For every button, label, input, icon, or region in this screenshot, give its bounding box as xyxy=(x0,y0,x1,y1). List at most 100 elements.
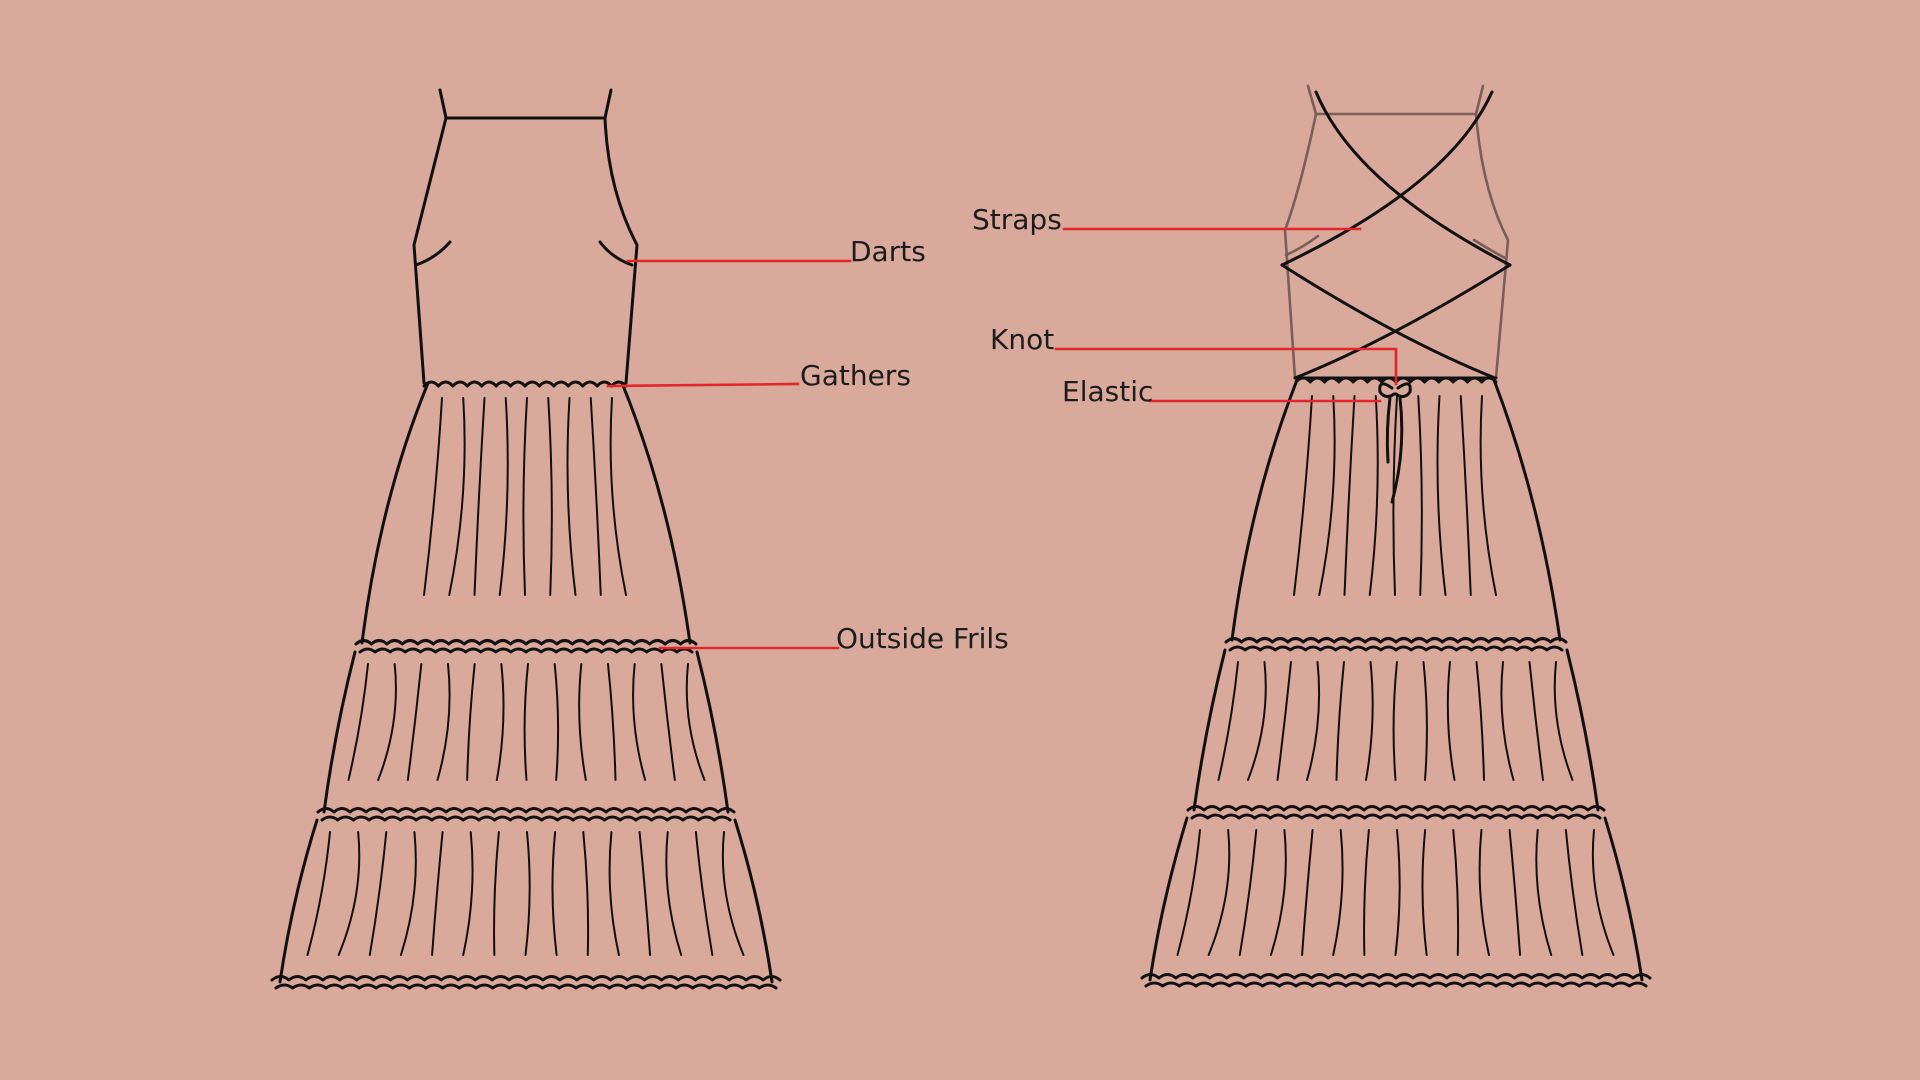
back-tier-2-gathers xyxy=(1219,662,1573,780)
gathers-leader-line xyxy=(608,384,798,386)
front-tier-3-fold-3 xyxy=(370,832,387,955)
front-tier-3-fold-9 xyxy=(552,832,556,955)
gathers-label: Gathers xyxy=(800,359,911,392)
front-tier-1-fold-2 xyxy=(449,398,464,595)
front-tier-1-fold-3 xyxy=(475,398,485,595)
front-waist-scallop xyxy=(424,382,626,386)
front-tier-1-fold-7 xyxy=(568,398,576,595)
back-tier-2-fold-7 xyxy=(1394,662,1397,780)
back-tier-2-fold-10 xyxy=(1477,662,1485,780)
back-tier-1-fold-6 xyxy=(1418,396,1422,595)
cross-strap-lower-right xyxy=(1295,265,1510,378)
back-frill-1-top xyxy=(1226,639,1566,643)
back-tier-1-fold-2 xyxy=(1319,396,1334,595)
leader-lines xyxy=(608,229,1396,648)
front-tier-1-fold-1 xyxy=(424,398,442,595)
knot-left-loop xyxy=(1380,384,1394,397)
front-left-dart xyxy=(416,242,450,265)
front-frill-2-bottom xyxy=(322,817,730,820)
back-tier-1-fold-3 xyxy=(1345,396,1355,595)
front-tier-1-fold-5 xyxy=(523,398,527,595)
front-tier-3-fold-2 xyxy=(339,832,360,955)
front-tier-1-fold-6 xyxy=(548,398,552,595)
back-tier-3-fold-8 xyxy=(1396,830,1400,955)
front-bodice xyxy=(414,90,637,383)
front-tier-3-fold-15 xyxy=(723,832,744,955)
front-tier-2-fold-7 xyxy=(525,664,528,780)
front-right-strap xyxy=(605,90,611,118)
back-hem-bottom xyxy=(1146,983,1646,986)
back-tier-1-fold-1 xyxy=(1294,396,1312,595)
back-tier-2-fold-1 xyxy=(1219,662,1239,780)
callout-labels: Darts Gathers Outside Frils Straps Knot … xyxy=(800,203,1153,655)
back-tier-3-fold-11 xyxy=(1480,830,1489,955)
back-tier-3-fold-6 xyxy=(1333,830,1342,955)
back-tier-3-fold-13 xyxy=(1536,830,1551,955)
back-tier-3-fold-14 xyxy=(1566,830,1583,955)
back-tier-3-fold-1 xyxy=(1178,830,1201,955)
front-tier-2-fold-11 xyxy=(633,664,645,780)
back-frill-2-top xyxy=(1188,807,1604,811)
back-frill-1-bottom xyxy=(1230,647,1562,650)
front-tier-3-gathers xyxy=(308,832,744,955)
front-hem-bottom xyxy=(276,985,776,988)
front-left-strap xyxy=(440,90,446,118)
front-tier-2-fold-2 xyxy=(378,664,396,780)
back-left-dart xyxy=(1286,236,1318,255)
back-tier-1-fold-9 xyxy=(1481,396,1496,595)
back-left-side xyxy=(1285,114,1316,378)
back-outside-frill-2 xyxy=(1188,807,1604,819)
back-tier-3-gathers xyxy=(1178,830,1614,955)
front-waist-ruffle xyxy=(424,382,626,386)
back-tier-2-fold-6 xyxy=(1366,662,1373,780)
front-tier-2-fold-8 xyxy=(555,664,558,780)
front-tier-2-fold-1 xyxy=(349,664,369,780)
front-tier-3-fold-6 xyxy=(463,832,472,955)
front-tier-2-fold-10 xyxy=(608,664,616,780)
front-tier-1-fold-8 xyxy=(591,398,601,595)
front-tier-3-fold-13 xyxy=(666,832,681,955)
back-tier-3-fold-2 xyxy=(1209,830,1230,955)
cross-strap-lower-left xyxy=(1282,265,1495,378)
front-tier-3-fold-12 xyxy=(640,832,651,955)
front-tier-2-fold-4 xyxy=(438,664,450,780)
back-tier-3-fold-3 xyxy=(1240,830,1257,955)
back-tier-1-fold-4 xyxy=(1370,396,1378,595)
elastic-label: Elastic xyxy=(1062,375,1153,408)
outside-frils-label: Outside Frils xyxy=(836,622,1009,655)
front-frill-2-top xyxy=(318,809,734,813)
front-tier-3-fold-14 xyxy=(696,832,713,955)
front-tier-2-fold-6 xyxy=(497,664,504,780)
back-hem-top xyxy=(1142,975,1650,979)
front-skirt xyxy=(272,382,780,988)
front-view xyxy=(272,90,780,988)
front-hem-ruffle xyxy=(272,977,780,989)
back-tier-3-fold-7 xyxy=(1364,830,1369,955)
back-tier-3-fold-9 xyxy=(1422,830,1426,955)
back-tier-2-fold-5 xyxy=(1337,662,1345,780)
back-tier-3-fold-4 xyxy=(1271,830,1286,955)
front-hem-top xyxy=(272,977,780,981)
back-bodice-underlay xyxy=(1285,86,1508,378)
front-tier-3-fold-7 xyxy=(494,832,499,955)
front-outside-frill-2 xyxy=(318,809,734,821)
back-view xyxy=(1142,86,1650,986)
knot-tie-end-left xyxy=(1387,398,1390,462)
front-tier-2-fold-13 xyxy=(687,664,705,780)
front-tier-1-gathers xyxy=(424,398,626,595)
front-tier-3-fold-4 xyxy=(401,832,416,955)
front-tier-1-fold-4 xyxy=(500,398,508,595)
front-tier-1-fold-9 xyxy=(611,398,626,595)
back-tier-2-fold-8 xyxy=(1424,662,1427,780)
knot-label: Knot xyxy=(990,323,1054,356)
back-hem-ruffle xyxy=(1142,975,1650,987)
front-tier-3 xyxy=(280,820,772,982)
front-tier-2-gathers xyxy=(349,664,705,780)
back-tier-2-fold-13 xyxy=(1555,662,1573,780)
back-left-strap xyxy=(1308,86,1316,114)
darts-label: Darts xyxy=(850,235,926,268)
cross-strap-upper-left xyxy=(1316,92,1510,265)
front-tier-3-fold-1 xyxy=(308,832,331,955)
